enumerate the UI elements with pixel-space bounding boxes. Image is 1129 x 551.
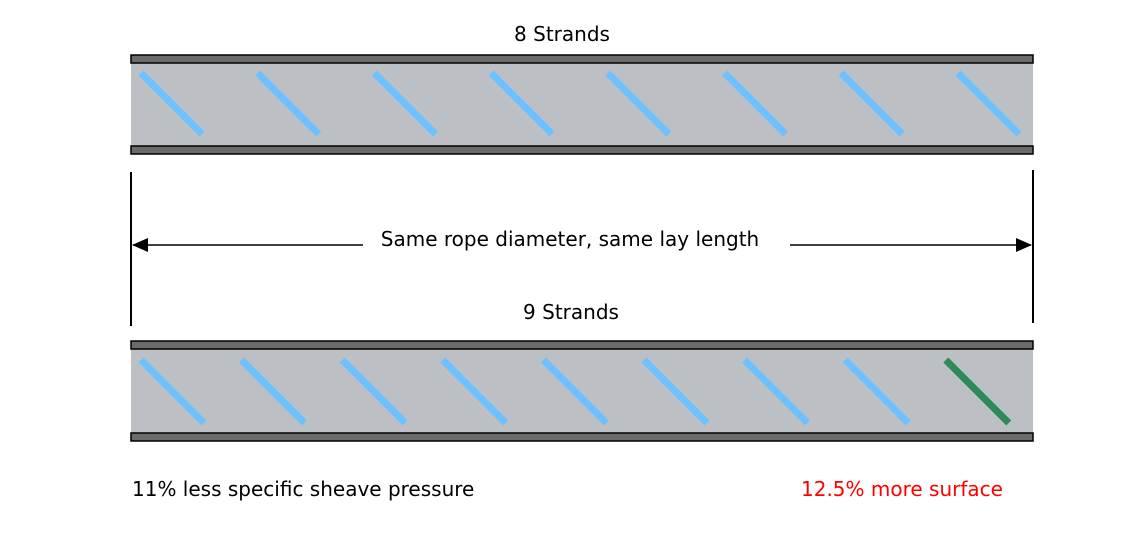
bottom-rope-bottom-edge [130,432,1034,442]
top-rope-body [131,60,1033,149]
top-rope-strand-1 [138,70,205,137]
bottom-rope-title: 9 Strands [523,300,619,324]
bottom-rope-strand-2 [239,357,308,426]
top-rope-strands [138,70,1022,137]
top-rope-strand-5 [605,70,672,137]
bottom-rope-strand-7 [742,357,811,426]
bottom-rope-strand-4 [440,357,509,426]
bottom-rope-strand-3 [339,357,408,426]
top-rope-strand-8 [955,70,1022,137]
bottom-rope-strand-9 [943,357,1012,426]
top-rope-strand-6 [722,70,788,137]
top-rope-top-edge [130,54,1034,64]
top-rope-strand-4 [488,70,555,137]
bottom-rope: 9 Strands [130,300,1034,442]
top-rope-title: 8 Strands [514,22,610,46]
top-rope-strand-3 [371,70,438,137]
bottom-rope-top-edge [130,340,1034,350]
bottom-rope-strands [138,357,1012,426]
bottom-rope-body [131,346,1033,435]
bottom-rope-strand-8 [842,357,911,426]
dimension-label: Same rope diameter, same lay length [381,227,759,251]
bottom-rope-strand-1 [138,357,207,426]
top-rope-strand-2 [255,70,322,137]
surface-note: 12.5% more surface [801,477,1003,501]
dimension-indicator: Same rope diameter, same lay length [130,170,1034,326]
bottom-rope-strand-5 [540,357,609,426]
top-rope-strand-7 [838,70,905,137]
top-rope: 8 Strands [130,22,1034,155]
bottom-rope-strand-6 [641,357,710,426]
top-rope-bottom-edge [130,145,1034,155]
pressure-note: 11% less specific sheave pressure [132,477,475,501]
